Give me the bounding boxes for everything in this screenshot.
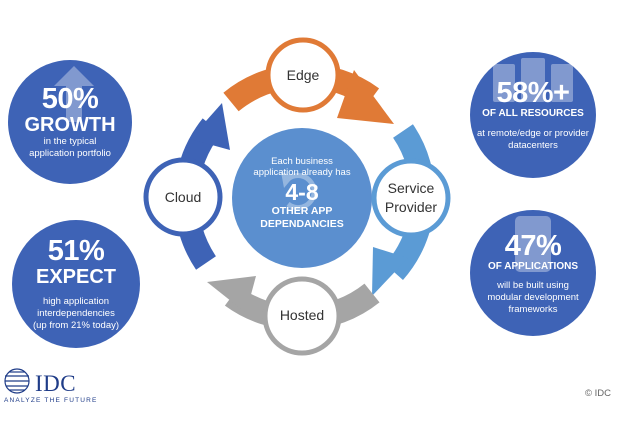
stat-resources-detail-1: at remote/edge or provider bbox=[477, 128, 589, 139]
service-provider-arrowhead bbox=[372, 247, 408, 296]
idc-logo-tagline: ANALYZE THE FUTURE bbox=[4, 397, 98, 404]
center-intro-line-1: Each business bbox=[271, 156, 333, 167]
center-subtitle-line-1: OTHER APP bbox=[271, 205, 333, 217]
stat-growth-value: 50% bbox=[41, 83, 99, 115]
hosted-label: Hosted bbox=[262, 306, 342, 325]
edge-label-text: Edge bbox=[286, 67, 320, 83]
idc-logo-wordmark: IDC bbox=[35, 371, 77, 396]
cloud-arrowhead bbox=[190, 103, 230, 150]
stat-applications-detail-3: frameworks bbox=[508, 303, 558, 315]
center-intro-line-2: application already has bbox=[253, 167, 351, 178]
stat-growth: 50% GROWTH in the typical application po… bbox=[8, 60, 132, 184]
stat-resources-detail-2: datacenters bbox=[508, 140, 558, 151]
stat-applications: 47% OF APPLICATIONS will be built using … bbox=[470, 210, 596, 336]
mobile-device-icon bbox=[515, 216, 551, 272]
service-provider-label-line-1: Service bbox=[387, 180, 435, 196]
service-provider-label: Service Provider bbox=[371, 179, 451, 217]
stat-applications-headline: OF APPLICATIONS bbox=[488, 260, 578, 272]
hosted-label-text: Hosted bbox=[279, 307, 325, 323]
stat-applications-detail-1: will be built using bbox=[497, 279, 569, 291]
arrow-up-icon bbox=[54, 66, 94, 122]
stat-expect-detail-2: interdependencies bbox=[37, 308, 115, 319]
stat-resources-headline: OF ALL RESOURCES bbox=[482, 108, 584, 119]
cloud-label-text: Cloud bbox=[164, 189, 202, 205]
edge-arrowhead bbox=[337, 70, 394, 124]
hosted-node bbox=[262, 276, 342, 356]
stat-expect-detail-3: (up from 21% today) bbox=[32, 320, 120, 331]
edge-node bbox=[265, 37, 341, 113]
center-subtitle-line-2: DEPENDANCIES bbox=[260, 218, 344, 230]
copyright: © IDC bbox=[585, 388, 611, 399]
stat-expect-detail-1: high application bbox=[42, 296, 110, 307]
stat-growth-headline: GROWTH bbox=[24, 114, 116, 136]
center-circle bbox=[232, 128, 372, 268]
hosted-arrowhead bbox=[207, 276, 256, 313]
idc-logo: IDC ANALYZE THE FUTURE bbox=[3, 371, 123, 407]
center-range: 4-8 bbox=[285, 179, 319, 205]
stat-expect-value: 51% bbox=[47, 235, 105, 267]
stat-resources: 58%+ OF ALL RESOURCES at remote/edge or … bbox=[470, 52, 596, 178]
stat-growth-detail-2: application portfolio bbox=[29, 148, 111, 159]
stat-applications-value: 47% bbox=[504, 229, 562, 262]
cloud-label: Cloud bbox=[143, 188, 223, 207]
idc-globe-icon bbox=[4, 368, 30, 394]
refresh-icon bbox=[281, 172, 317, 211]
stat-growth-detail-1: in the typical bbox=[43, 136, 97, 147]
cloud-node bbox=[143, 157, 223, 237]
stat-resources-value: 58%+ bbox=[496, 77, 570, 109]
edge-label: Edge bbox=[263, 66, 343, 85]
service-provider-node bbox=[371, 158, 451, 238]
service-provider-label-line-2: Provider bbox=[384, 199, 438, 215]
server-icon bbox=[493, 58, 573, 102]
stat-expect: 51% EXPECT high application interdepende… bbox=[12, 220, 140, 348]
stat-applications-detail-2: modular development bbox=[487, 291, 579, 303]
center-text: Each business application already has 4-… bbox=[242, 156, 362, 231]
stat-expect-headline: EXPECT bbox=[35, 266, 117, 288]
